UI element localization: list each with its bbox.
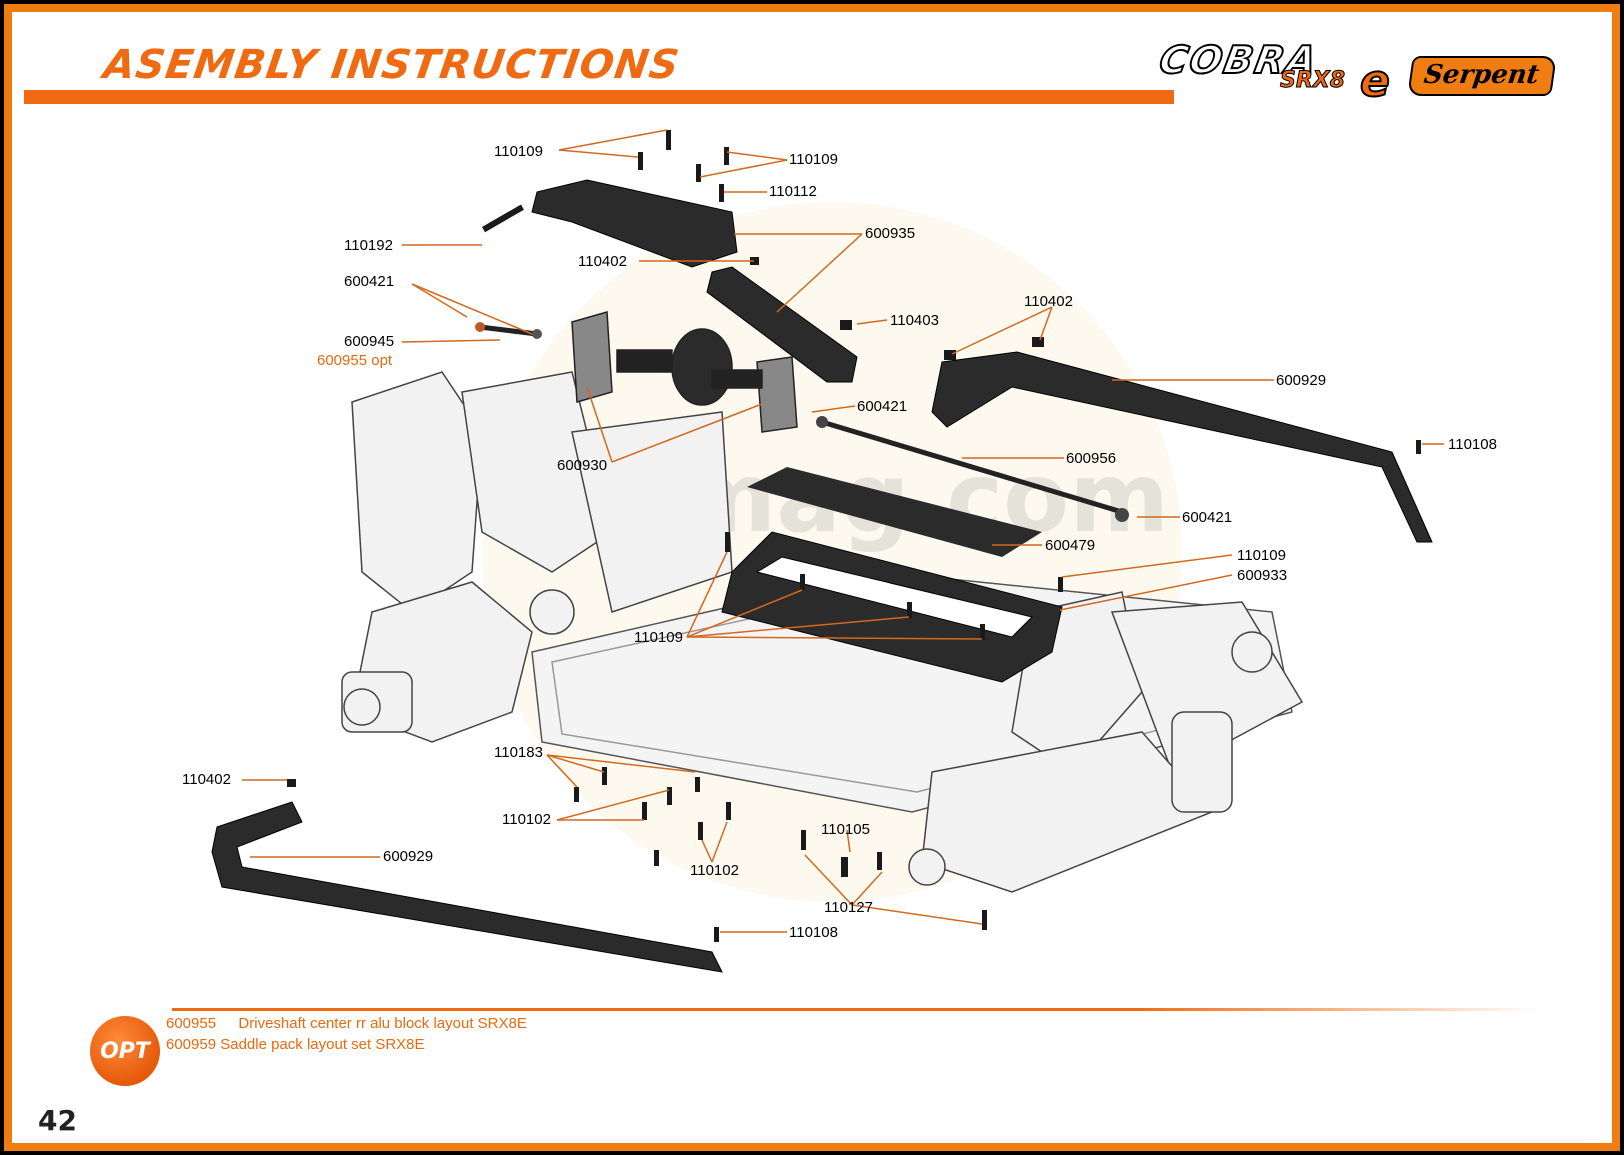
callout-600955-opt: 600955 opt bbox=[317, 352, 393, 369]
callout-110127: 110127 bbox=[824, 899, 873, 916]
option-code: 600955 bbox=[166, 1015, 217, 1032]
callout-110402-a: 110402 bbox=[578, 253, 627, 270]
callout-110109-low: 110109 bbox=[634, 629, 683, 646]
callout-600421-c: 600421 bbox=[1182, 509, 1233, 526]
callout-110109-mid: 110109 bbox=[1237, 547, 1286, 564]
cobra-logo-e: e bbox=[1359, 55, 1391, 108]
rear-suspension-assembly bbox=[908, 591, 1304, 893]
center-diff-assembly bbox=[571, 311, 798, 433]
callout-600933: 600933 bbox=[1237, 567, 1288, 584]
opt-badge: OPT bbox=[90, 1016, 160, 1086]
cobra-logo-subtext: SRX8 bbox=[1279, 68, 1346, 94]
callout-600421-a: 600421 bbox=[344, 273, 395, 290]
leader-lines bbox=[242, 129, 1444, 933]
opt-badge-label: OPT bbox=[100, 1038, 150, 1064]
callout-110402-c: 110402 bbox=[182, 771, 231, 788]
cobra-logo: COBRA SRX8 e bbox=[1155, 37, 1400, 108]
callout-600929-left: 600929 bbox=[383, 848, 434, 865]
callout-600421-b: 600421 bbox=[857, 398, 908, 415]
exploded-assembly-diagram bbox=[211, 129, 1444, 973]
callout-110192: 110192 bbox=[344, 237, 393, 254]
option-line-600959: 600959 Saddle pack layout set SRX8E bbox=[166, 1036, 425, 1053]
callout-110108-bottom: 110108 bbox=[789, 924, 838, 941]
center-driveshaft-600956 bbox=[816, 416, 1129, 522]
callout-110112: 110112 bbox=[769, 183, 817, 200]
callout-110102-a: 110102 bbox=[502, 811, 551, 828]
battery-tray-600933 bbox=[721, 531, 1063, 683]
callout-110102-b: 110102 bbox=[690, 862, 739, 879]
header-bar bbox=[24, 90, 1174, 104]
option-description: Saddle pack layout set SRX8E bbox=[220, 1036, 425, 1053]
callout-600945: 600945 bbox=[344, 333, 395, 350]
callout-110402-b: 110402 bbox=[1024, 293, 1073, 310]
option-line-600955: 600955 Driveshaft center rr alu block la… bbox=[166, 1015, 527, 1032]
screws bbox=[287, 130, 1421, 942]
callout-600929-right: 600929 bbox=[1276, 372, 1327, 389]
option-description: Driveshaft center rr alu block layout SR… bbox=[238, 1015, 527, 1032]
option-code: 600959 bbox=[166, 1036, 217, 1053]
callout-600956: 600956 bbox=[1066, 450, 1117, 467]
callout-110105: 110105 bbox=[821, 821, 870, 838]
callout-110403: 110403 bbox=[890, 312, 939, 329]
callout-110183: 110183 bbox=[494, 744, 543, 761]
center-brace-600935 bbox=[531, 179, 858, 383]
callout-110108-right: 110108 bbox=[1448, 436, 1497, 453]
footer-divider bbox=[172, 1008, 1542, 1011]
callout-110109-top-right: 110109 bbox=[789, 151, 838, 168]
callout-600935: 600935 bbox=[865, 225, 916, 242]
page-number: 42 bbox=[38, 1104, 77, 1137]
callout-600479: 600479 bbox=[1045, 537, 1096, 554]
saddle-pack-left-600929 bbox=[211, 801, 723, 973]
callout-110109-top: 110109 bbox=[494, 143, 543, 160]
battery-plate-600479 bbox=[747, 467, 1042, 557]
callout-600930: 600930 bbox=[557, 457, 608, 474]
saddle-pack-right-600929 bbox=[931, 351, 1433, 543]
